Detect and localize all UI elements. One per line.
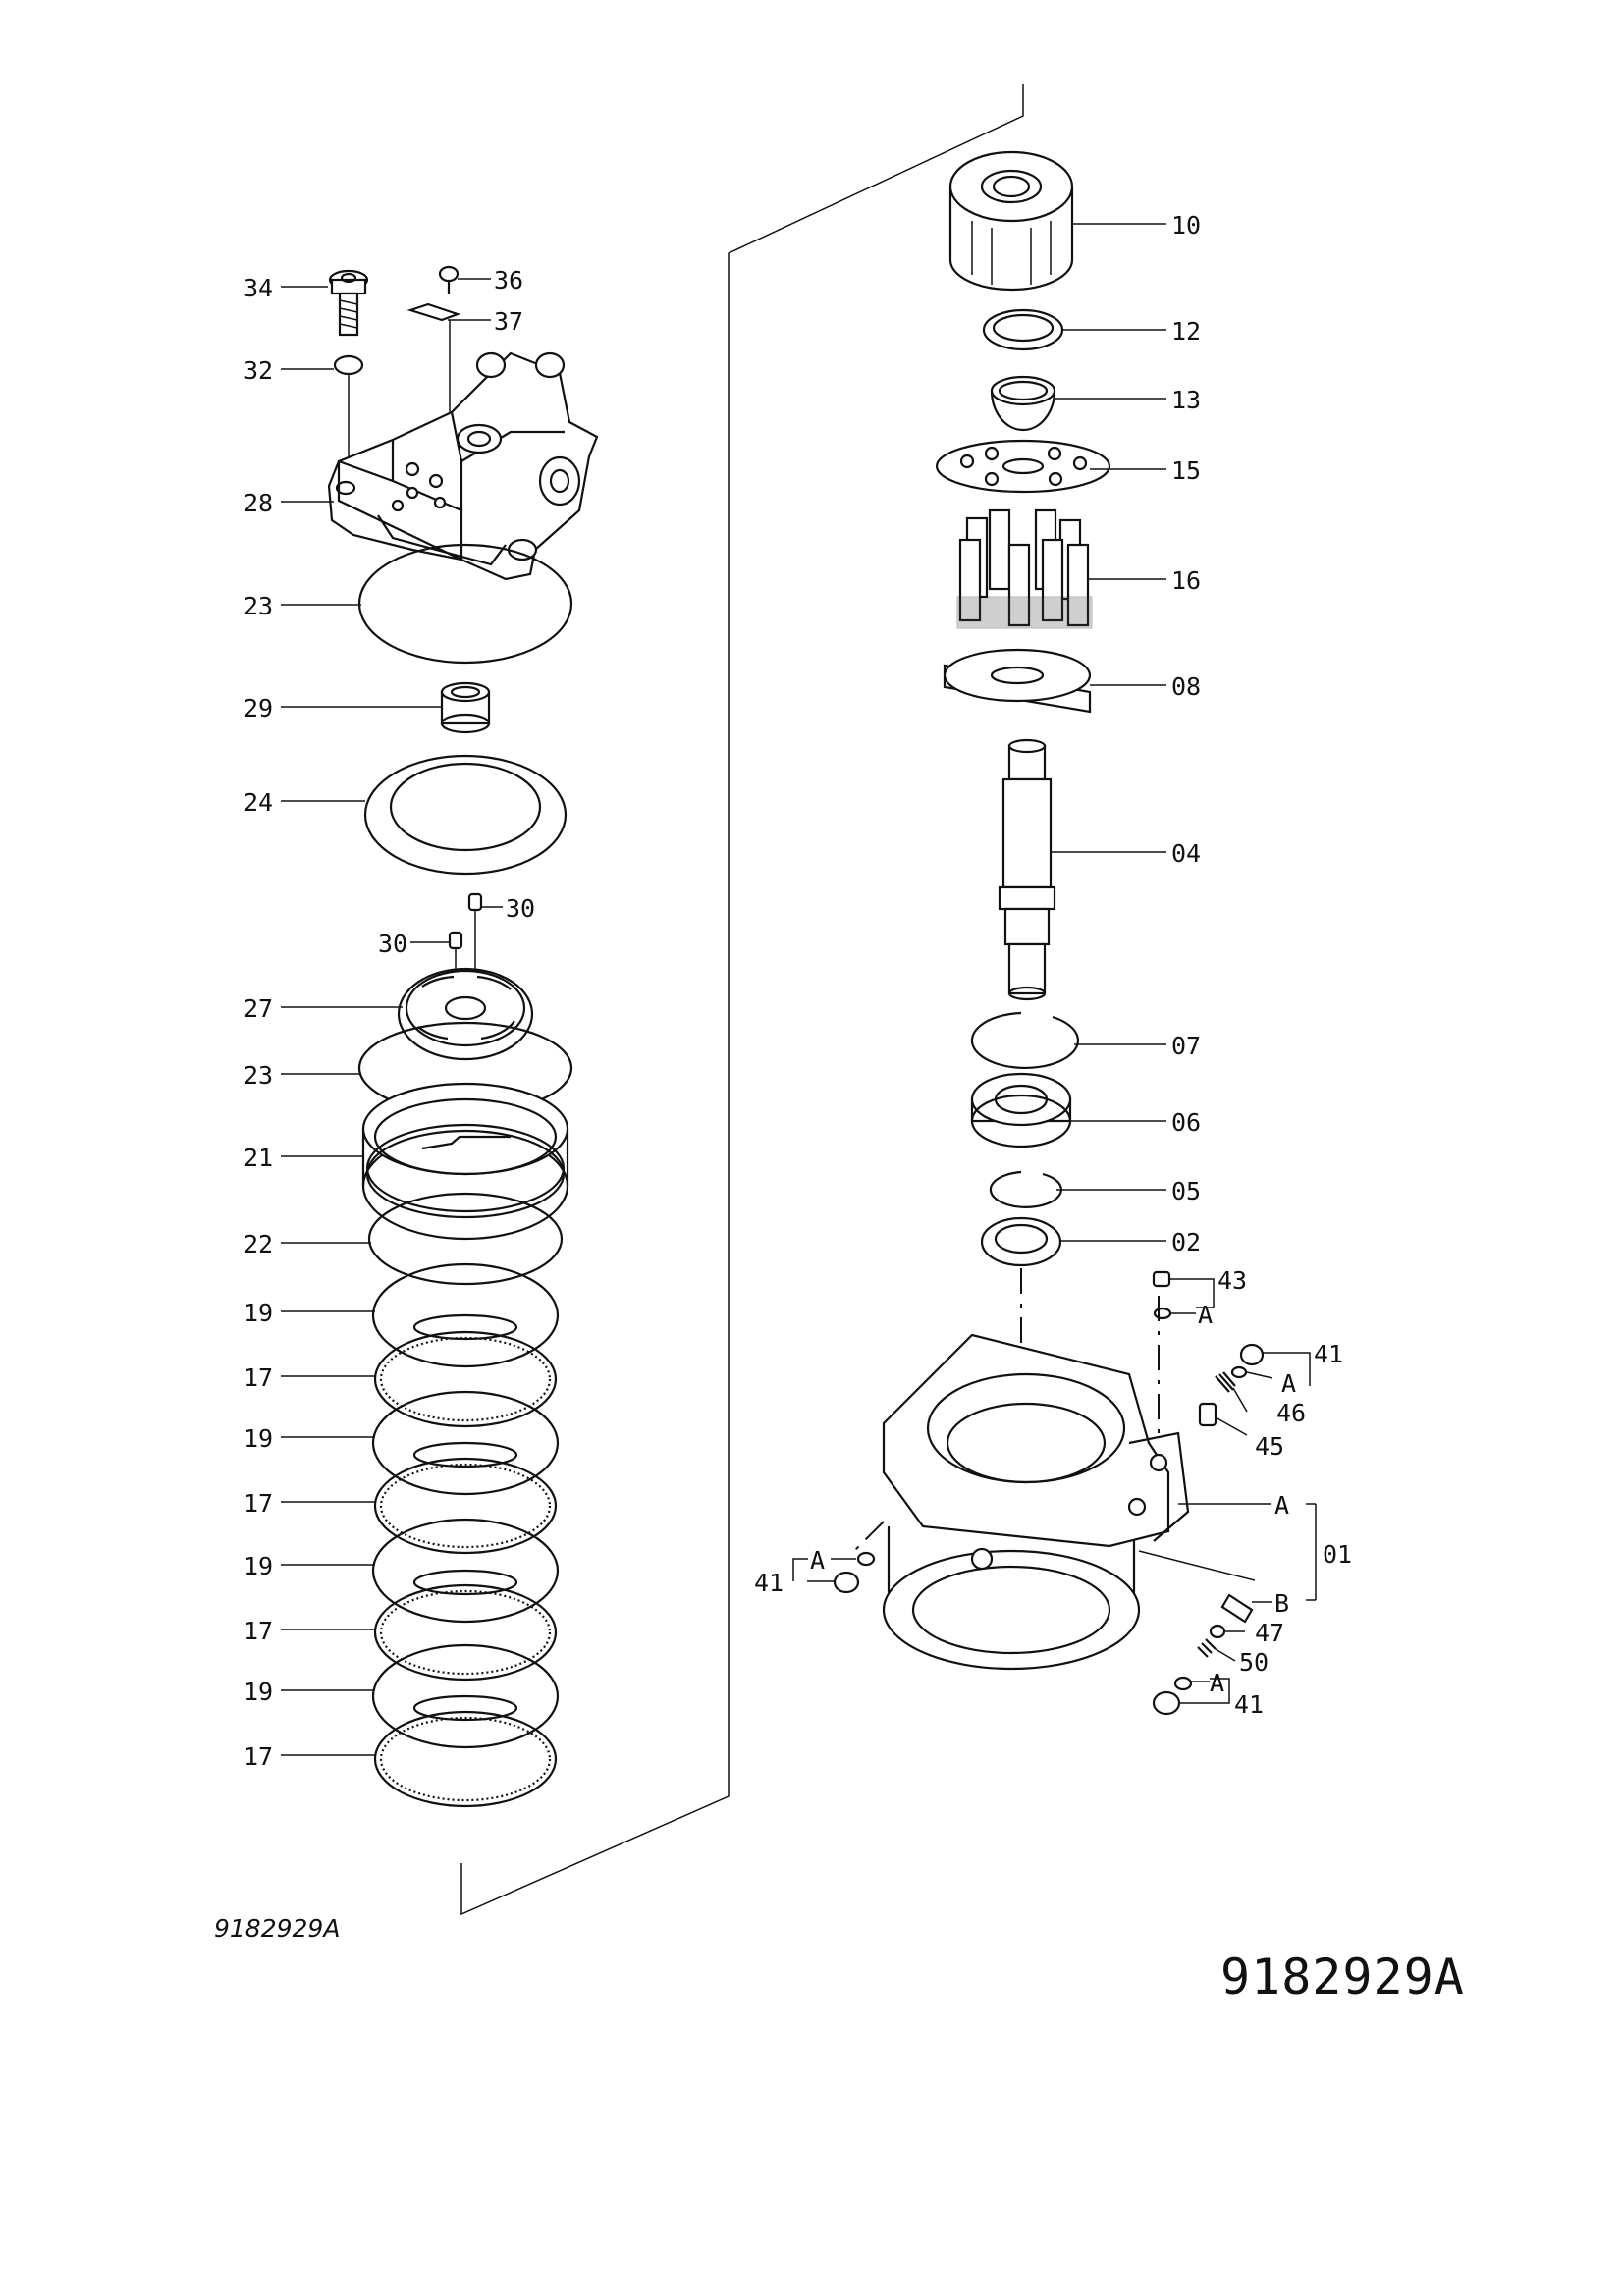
callout-29: 29 — [243, 694, 273, 722]
plate-icon — [363, 754, 568, 876]
callout-19-2: 19 — [243, 1424, 273, 1453]
callout-41-right-lower-A: A — [1210, 1669, 1224, 1697]
callout-01-B: B — [1274, 1589, 1289, 1618]
callout-15: 15 — [1171, 456, 1201, 485]
callout-19-1: 19 — [243, 1299, 273, 1327]
callout-02: 02 — [1171, 1228, 1201, 1256]
callout-37: 37 — [494, 307, 523, 336]
callout-43-A: A — [1198, 1301, 1213, 1329]
callout-13: 13 — [1171, 386, 1201, 414]
callout-19-4: 19 — [243, 1678, 273, 1706]
ring-icon — [367, 1192, 564, 1286]
cylinder-block-icon — [948, 150, 1074, 292]
retainer-plate-icon — [935, 439, 1111, 494]
needle-bearing-icon — [440, 681, 491, 734]
gasket-icon — [357, 543, 573, 665]
leader-lines — [281, 223, 1317, 1756]
divider-line — [460, 84, 1024, 1916]
spring-icon — [1215, 1371, 1236, 1393]
callout-30-upper: 30 — [506, 894, 535, 923]
callout-32: 32 — [243, 356, 273, 385]
plug-icon — [1152, 1270, 1172, 1320]
callout-07: 07 — [1171, 1032, 1201, 1060]
callout-17-3: 17 — [243, 1617, 273, 1645]
callout-47: 47 — [1255, 1619, 1284, 1647]
callout-06: 06 — [1171, 1108, 1201, 1137]
valve-casing-icon — [327, 351, 599, 581]
callout-05: 05 — [1171, 1177, 1201, 1205]
valve-icon — [1198, 1402, 1217, 1427]
callout-27: 27 — [243, 994, 273, 1023]
retaining-ring-icon — [970, 1011, 1080, 1070]
pin-icon — [438, 265, 460, 294]
callout-24: 24 — [243, 788, 273, 817]
separator-plate-icon — [371, 1390, 560, 1496]
callout-23-lower: 23 — [243, 1061, 273, 1090]
callout-17-1: 17 — [243, 1363, 273, 1392]
piston-icon — [956, 508, 1093, 629]
callout-12: 12 — [1171, 317, 1201, 346]
separator-plate-icon — [371, 1518, 560, 1624]
callout-08: 08 — [1171, 672, 1201, 701]
plug-icon — [833, 1551, 876, 1594]
separator-plate-icon — [371, 1643, 560, 1749]
callout-36: 36 — [494, 266, 523, 294]
callout-45: 45 — [1255, 1432, 1284, 1461]
callout-41-left-A: A — [810, 1546, 825, 1575]
motor-casing-icon — [882, 1333, 1190, 1671]
callout-43: 43 — [1217, 1266, 1247, 1295]
ball-bearing-icon — [970, 1072, 1072, 1148]
callout-21: 21 — [243, 1144, 273, 1172]
ball-icon — [1209, 1624, 1226, 1639]
drawing-reference-large: 9182929A — [1220, 1949, 1465, 2005]
callout-46: 46 — [1276, 1399, 1306, 1427]
callout-16: 16 — [1171, 566, 1201, 595]
shoe-plate-icon — [943, 648, 1092, 714]
drawing-reference-small: 9182929A — [214, 1914, 341, 1943]
callout-19-3: 19 — [243, 1552, 273, 1580]
friction-plate-icon — [373, 1457, 558, 1555]
separator-plate-icon — [371, 1262, 560, 1368]
check-valve-icon — [1220, 1593, 1254, 1624]
callout-17-2: 17 — [243, 1489, 273, 1518]
callout-34: 34 — [243, 274, 273, 302]
bolt-icon — [328, 269, 369, 337]
friction-plate-icon — [373, 1710, 558, 1808]
callout-50: 50 — [1239, 1648, 1269, 1677]
callout-10: 10 — [1171, 211, 1201, 240]
callout-41-right-upper: 41 — [1314, 1340, 1343, 1368]
drive-shaft-icon — [998, 738, 1056, 1001]
callout-01: 01 — [1323, 1540, 1352, 1569]
washer-icon — [333, 354, 364, 376]
callout-41-left: 41 — [754, 1569, 784, 1597]
callout-41-right-lower: 41 — [1234, 1690, 1264, 1719]
oil-seal-icon — [980, 1216, 1062, 1267]
valve-plate-icon — [397, 967, 534, 1061]
callout-41-right-upper-A: A — [1281, 1369, 1296, 1398]
plug-icon — [1152, 1676, 1193, 1716]
spherical-bushing-icon — [990, 375, 1056, 432]
callout-22: 22 — [243, 1230, 273, 1258]
callout-04: 04 — [1171, 839, 1201, 868]
callout-30-lower: 30 — [378, 930, 407, 958]
plug-icon — [1230, 1343, 1265, 1379]
callout-23-upper: 23 — [243, 592, 273, 620]
callout-17-4: 17 — [243, 1742, 273, 1771]
brake-piston-icon — [361, 1082, 569, 1241]
spring-icon — [1197, 1638, 1217, 1658]
plate-icon — [406, 302, 461, 322]
snap-ring-icon — [989, 1170, 1062, 1208]
callout-01-A: A — [1274, 1491, 1289, 1520]
friction-plate-icon — [373, 1330, 558, 1428]
bearing-ring-icon — [982, 308, 1064, 351]
friction-plate-icon — [373, 1583, 558, 1682]
callout-28: 28 — [243, 489, 273, 517]
